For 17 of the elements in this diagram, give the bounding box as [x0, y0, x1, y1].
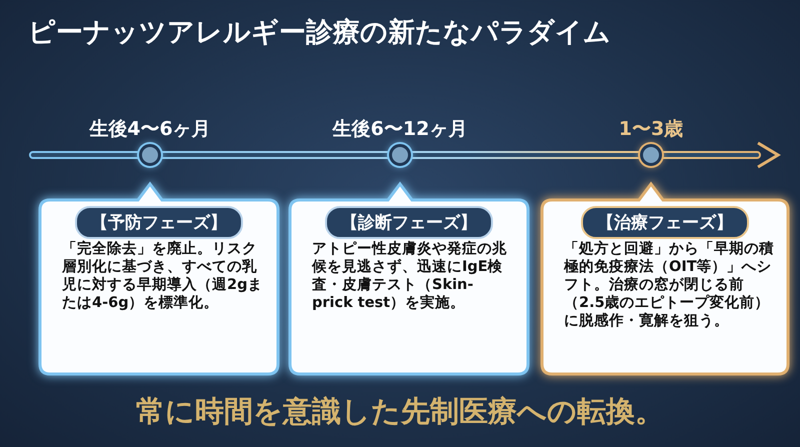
- speech-bubble-card: [290, 184, 528, 374]
- phase-pill: 【治療フェーズ】: [581, 206, 749, 239]
- milestone-circle: [389, 144, 411, 166]
- card-body-text: 「処方と回避」から「早期の積極的免疫療法（OIT等）」へシフト。治療の窓が閉じる前（2.5歳のエピトープ変化前）に脱感作・寛解を狙う。: [564, 240, 774, 330]
- title: ピーナッツアレルギー診療の新たなパラダイム: [28, 16, 611, 50]
- milestone-circle: [139, 144, 161, 166]
- phase-pill: 【予防フェーズ】: [75, 206, 243, 239]
- card-body-text: 「完全除去」を廃止。リスク層別化に基づき、すべての乳児に対する早期導入（週2gまたは4-6g）を標準化。: [62, 240, 264, 312]
- card-body-text: アトピー性皮膚炎や発症の兆候を見逃さず、迅速にIgE検査・皮膚テスト（Skin-prick test）を実施。: [312, 240, 508, 312]
- caption: 常に時間を意識した先制医療への転換。: [135, 393, 665, 430]
- milestone-circle: [640, 144, 662, 166]
- time-label: 生後4〜6ヶ月: [89, 117, 211, 142]
- speech-bubble-card: [542, 184, 788, 374]
- phase-pill: 【診断フェーズ】: [325, 206, 493, 239]
- time-label: 生後6〜12ヶ月: [332, 117, 468, 142]
- time-label: 1〜3歳: [618, 117, 684, 142]
- speech-bubble-card: [40, 184, 278, 374]
